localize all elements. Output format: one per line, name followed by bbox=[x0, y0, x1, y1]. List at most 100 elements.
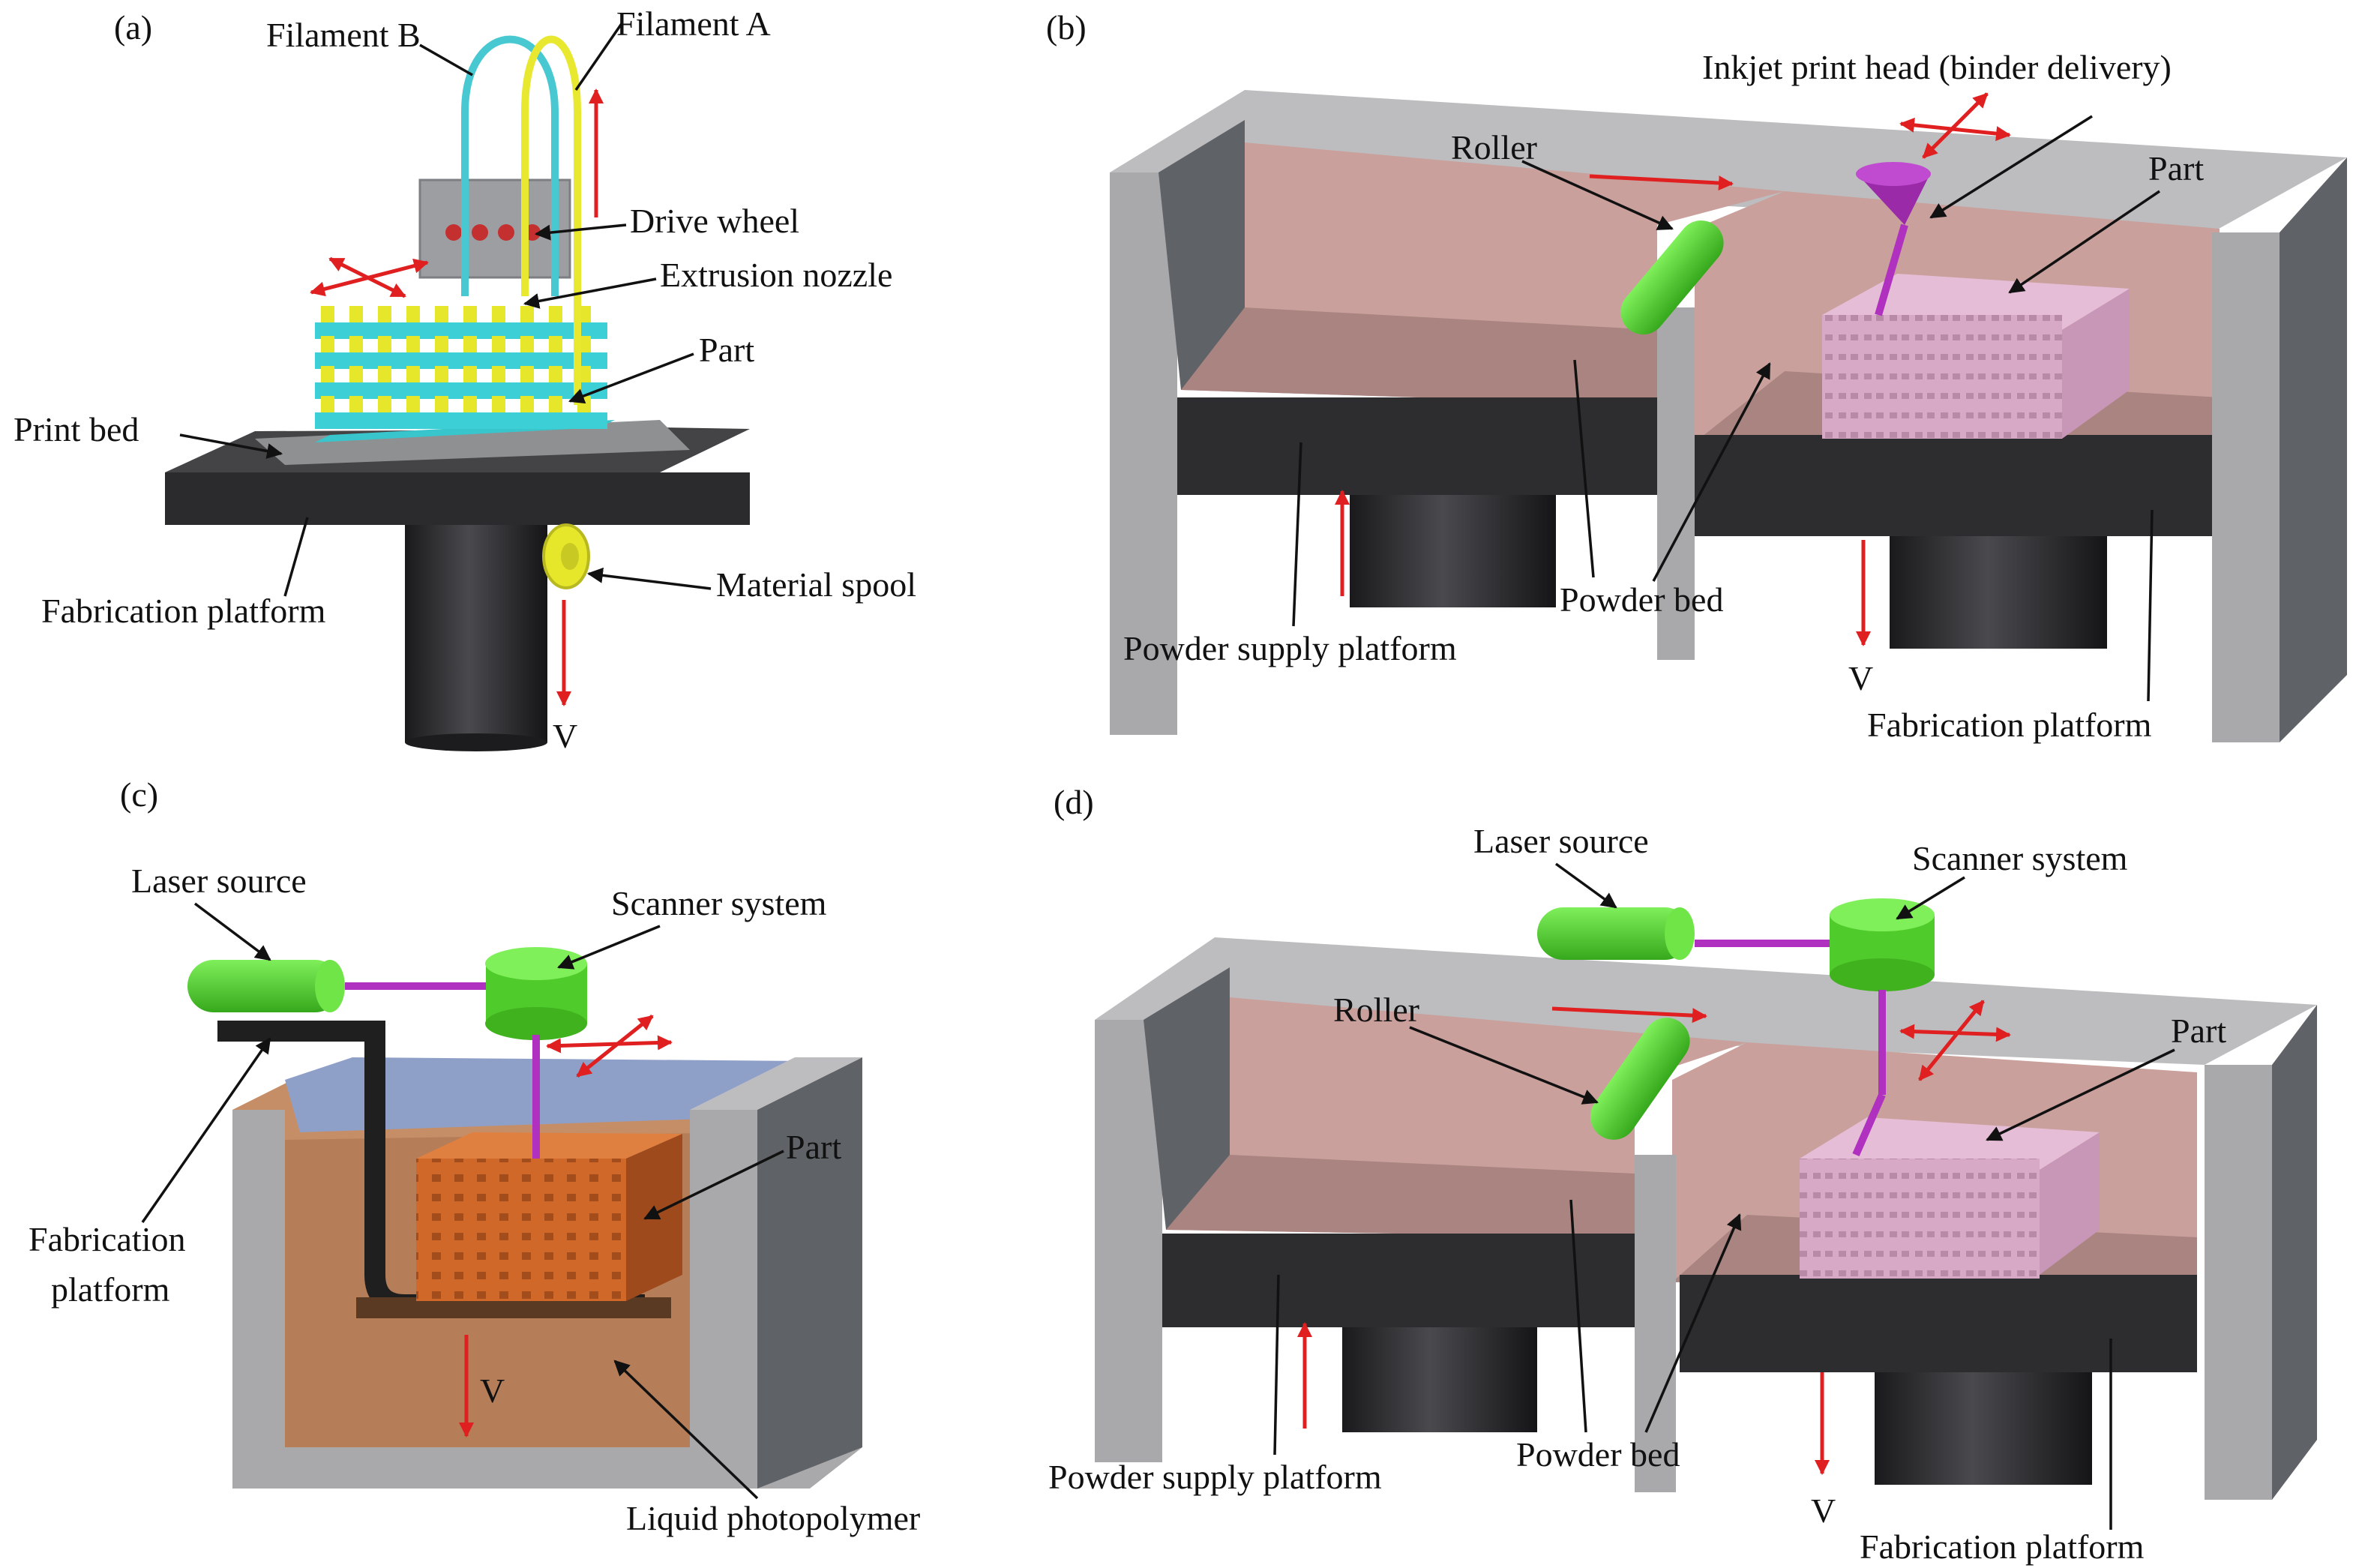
leader-inkjet bbox=[1929, 115, 2093, 219]
leader-roller bbox=[1521, 160, 1674, 230]
leader-filament-b bbox=[419, 43, 473, 76]
right-wall-front-d bbox=[2205, 1065, 2272, 1500]
leader-material-spool bbox=[586, 567, 712, 590]
inkjet-move-arrow-2 bbox=[1899, 117, 2011, 142]
fabrication-platform bbox=[165, 472, 750, 525]
label-laser-source-c: Laser source bbox=[131, 862, 307, 900]
scanner-system-d bbox=[1830, 898, 1935, 991]
laser-source-d bbox=[1537, 907, 1695, 960]
leader-part-c bbox=[643, 1150, 784, 1220]
supply-powder-surface bbox=[1181, 307, 1657, 405]
left-wall-front-d bbox=[1095, 1020, 1162, 1462]
label-part: Part bbox=[699, 331, 754, 369]
label-scanner-system-c: Scanner system bbox=[611, 884, 827, 922]
leader-scanner-c bbox=[557, 925, 661, 970]
part-lattice-d bbox=[1800, 1159, 2040, 1279]
leader-fabrication-platform-c bbox=[141, 1037, 271, 1223]
right-wall-side-d bbox=[2272, 1005, 2317, 1500]
label-material-spool: Material spool bbox=[716, 565, 916, 604]
part-c-side bbox=[626, 1134, 682, 1301]
label-roller-d: Roller bbox=[1333, 991, 1419, 1029]
supply-piston-d bbox=[1342, 1327, 1537, 1432]
leader-roller-d bbox=[1409, 1026, 1599, 1105]
leader-powder-bed-d-1 bbox=[1569, 1199, 1587, 1433]
filament-b bbox=[461, 35, 559, 296]
label-scanner-system-d: Scanner system bbox=[1912, 839, 2128, 877]
filament-a bbox=[521, 35, 581, 405]
scan-move-arrow-c2 bbox=[576, 1015, 654, 1078]
leader-laser-source-d bbox=[1554, 862, 1617, 909]
fabrication-platform-d bbox=[1680, 1275, 2197, 1372]
fabrication-piston-d bbox=[1875, 1372, 2092, 1485]
supply-platform-d bbox=[1162, 1234, 1642, 1327]
middle-wall bbox=[1657, 307, 1695, 660]
vat-right-side bbox=[757, 1057, 862, 1489]
panel-d: (d) bbox=[1048, 783, 2317, 1566]
label-v-d: V bbox=[1811, 1492, 1836, 1530]
material-spool-hub bbox=[561, 543, 579, 570]
label-extrusion-nozzle: Extrusion nozzle bbox=[660, 256, 892, 294]
panel-c-tag: (c) bbox=[120, 775, 158, 814]
leader-liquid-photopolymer bbox=[613, 1360, 759, 1500]
panel-d-tag: (d) bbox=[1054, 783, 1094, 821]
part-lattice-side bbox=[2062, 289, 2130, 439]
label-fabrication-platform-b: Fabrication platform bbox=[1867, 706, 2152, 744]
label-powder-supply-platform: Powder supply platform bbox=[1123, 629, 1457, 667]
supply-powder-d-surface bbox=[1166, 1155, 1635, 1237]
panel-a-tag: (a) bbox=[114, 8, 152, 46]
supply-platform bbox=[1177, 397, 1665, 495]
roller-arrow-d bbox=[1551, 1006, 1707, 1024]
panel-b: (b) bbox=[1046, 8, 2347, 744]
left-wall-front bbox=[1110, 172, 1177, 735]
roller-d bbox=[1590, 1018, 1690, 1140]
label-laser-source-d: Laser source bbox=[1473, 822, 1649, 860]
leader-supply-platform bbox=[1292, 442, 1302, 627]
print-bed bbox=[255, 420, 690, 465]
vat-blue-rim bbox=[285, 1057, 810, 1132]
label-part-d: Part bbox=[2171, 1012, 2226, 1050]
label-drive-wheel: Drive wheel bbox=[630, 202, 799, 240]
part-d-top bbox=[1800, 1117, 2100, 1170]
leader-powder-bed-1 bbox=[1573, 359, 1595, 578]
panel-a: (a) bbox=[13, 4, 916, 755]
part-lattice bbox=[1822, 315, 2062, 439]
label-v-b: V bbox=[1848, 659, 1873, 697]
print-head bbox=[418, 178, 571, 279]
roller-arrow bbox=[1589, 174, 1734, 191]
fabrication-piston bbox=[1890, 536, 2107, 649]
part-lattice-c bbox=[416, 1159, 626, 1301]
laser-source-c bbox=[187, 960, 345, 1012]
supply-piston bbox=[1350, 495, 1556, 607]
middle-wall-d bbox=[1635, 1155, 1676, 1492]
scan-move-arrow-d2 bbox=[1918, 1000, 1985, 1081]
leader-extrusion-nozzle bbox=[523, 277, 657, 309]
label-liquid-photopolymer: Liquid photopolymer bbox=[626, 1499, 920, 1537]
label-filament-b: Filament B bbox=[266, 16, 421, 54]
leader-filament-a bbox=[574, 22, 624, 91]
leader-fabrication-platform-b bbox=[2147, 509, 2154, 702]
leader-fabrication-platform bbox=[283, 517, 309, 597]
label-powder-bed: Powder bed bbox=[1560, 580, 1723, 619]
left-wall-inner-d bbox=[1144, 967, 1230, 1230]
roller-b bbox=[1620, 220, 1724, 334]
leader-print-bed bbox=[179, 433, 283, 459]
machine-top-rim-d bbox=[1095, 937, 2317, 1065]
inkjet-head bbox=[1856, 172, 1931, 225]
label-fabrication-platform-c-1: Fabrication bbox=[28, 1220, 186, 1258]
binder-jet bbox=[1875, 223, 1908, 316]
right-wall-side bbox=[2280, 157, 2347, 742]
leader-laser-source-c bbox=[193, 902, 271, 961]
panel-b-tag: (b) bbox=[1046, 8, 1087, 46]
label-powder-supply-platform-d: Powder supply platform bbox=[1048, 1458, 1382, 1496]
label-part-c: Part bbox=[786, 1128, 841, 1166]
label-powder-bed-d: Powder bed bbox=[1516, 1435, 1680, 1474]
label-inkjet: Inkjet print head (binder delivery) bbox=[1702, 48, 2172, 86]
leader-part-b bbox=[2008, 190, 2160, 294]
label-fabrication-platform-d: Fabrication platform bbox=[1860, 1528, 2145, 1566]
platform-cylinder bbox=[405, 525, 547, 742]
head-motion-arrow-diag bbox=[328, 256, 406, 298]
leader-part-d bbox=[1986, 1048, 2175, 1141]
scan-move-arrow-c bbox=[546, 1035, 673, 1054]
panel-c: (c) Laser sourc bbox=[28, 775, 920, 1537]
